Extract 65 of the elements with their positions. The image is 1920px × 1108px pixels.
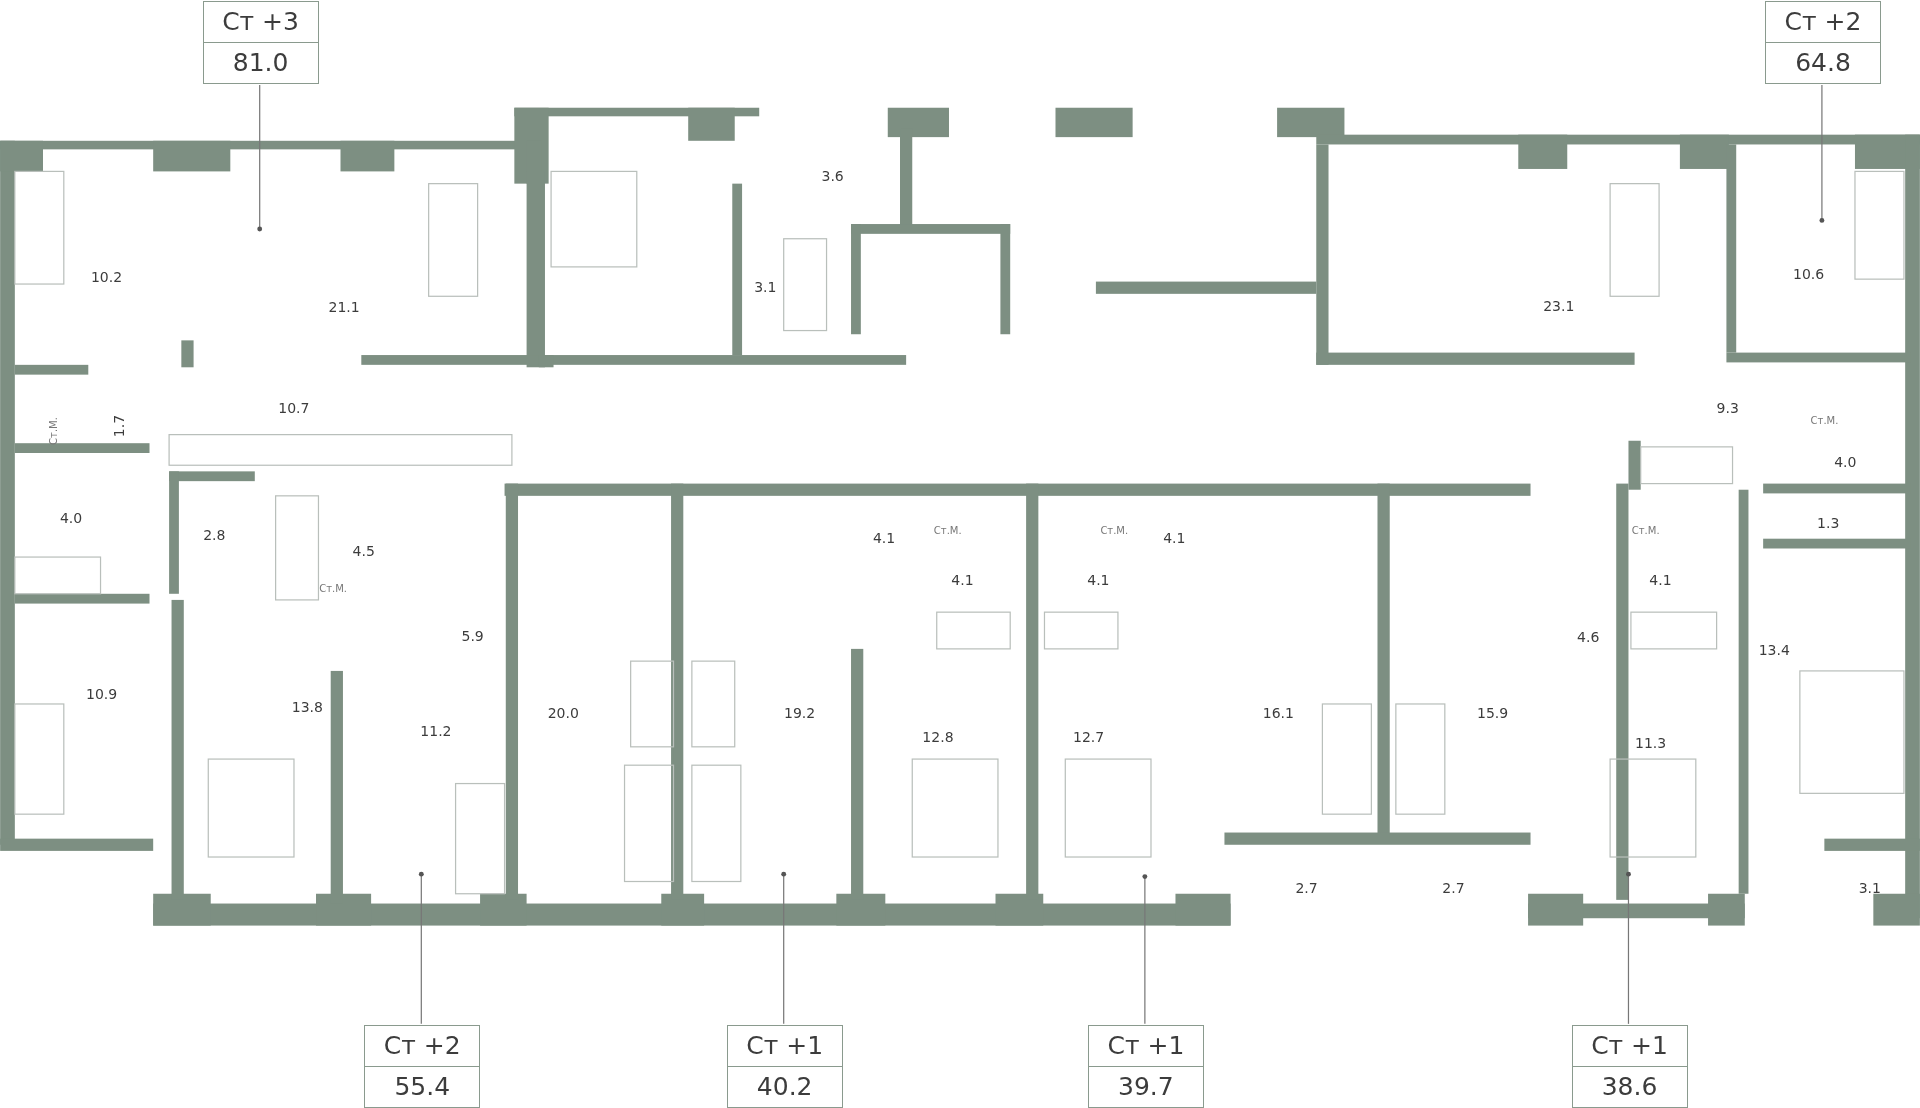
room-area-label: 11.3: [1635, 736, 1667, 751]
leader-line: [1142, 874, 1148, 1025]
apartment-callout: [1765, 1, 1882, 84]
room-area-label: 3.1: [754, 279, 777, 294]
room-area-label: 12.7: [1073, 730, 1105, 745]
room-area-label: 13.4: [1758, 643, 1790, 658]
apartment-area: 39.7: [1088, 1067, 1203, 1107]
apartment-area: 64.8: [1766, 43, 1881, 83]
apartment-area: 81.0: [203, 43, 318, 83]
room-area-label: 4.1: [1087, 573, 1110, 588]
leader-line: [1819, 84, 1825, 223]
room-area-label: 4.1: [872, 530, 896, 545]
room-area-label: 4.1: [1163, 530, 1186, 545]
apartment-callout: [1571, 1025, 1688, 1108]
fixture-label: Ст.М.: [1100, 526, 1129, 537]
fixture-label: Ст.М.: [933, 526, 962, 537]
room-area-label: 12.8: [922, 730, 954, 745]
fixture-label: Ст.М.: [48, 417, 59, 445]
apartment-type: Ст +2: [1766, 2, 1881, 43]
room-area-label: 5.9: [461, 628, 484, 643]
room-area-label: 4.5: [352, 544, 375, 558]
room-area-label: 2.8: [203, 528, 226, 543]
apartment-type: Ст +1: [727, 1026, 842, 1067]
apartment-type: Ст +1: [1088, 1026, 1203, 1067]
room-area-label: 4.0: [59, 510, 83, 525]
room-area-label: 1.3: [1817, 515, 1840, 530]
leader-line: [257, 84, 263, 232]
fixture-label: Ст.М.: [319, 583, 347, 594]
room-area-label: 11.2: [420, 724, 452, 738]
room-area-label: 16.1: [1262, 705, 1294, 720]
room-area-label: 4.1: [1649, 573, 1672, 588]
room-area-label: 21.1: [328, 300, 360, 315]
room-area-label: 19.2: [784, 705, 816, 720]
apartment-area: 55.4: [365, 1067, 480, 1107]
room-area-label: 3.6: [821, 169, 844, 184]
room-area-label: 20.0: [547, 705, 579, 720]
leader-line: [1626, 871, 1631, 1025]
fixture-label: Ст.М.: [1810, 416, 1839, 427]
fixture-label: Ст.М.: [1631, 526, 1660, 537]
room-area-label: 10.6: [1793, 267, 1825, 282]
room-area-label: 15.9: [1477, 705, 1509, 720]
room-area-label: 10.2: [90, 269, 123, 284]
apartment-type: Ст +3: [203, 2, 318, 43]
room-area-label: 10.7: [278, 400, 310, 415]
apartment-area: 38.6: [1572, 1067, 1687, 1107]
room-area-label: 13.8: [291, 699, 323, 714]
room-area-label: 2.7: [1442, 880, 1465, 895]
apartment-callout: [726, 1025, 843, 1108]
room-area-label: 4.0: [1834, 454, 1857, 469]
room-area-label: 4.1: [951, 573, 974, 588]
apartment-callout: [364, 1025, 481, 1108]
room-area-label: 2.7: [1295, 880, 1318, 895]
leader-line: [418, 871, 424, 1025]
apartment-callout: [1087, 1025, 1204, 1108]
room-area-label: 1.7: [111, 415, 126, 438]
room-area-label: 9.3: [1716, 400, 1739, 415]
room-area-label: 23.1: [1543, 299, 1575, 314]
apartment-type: Ст +2: [365, 1026, 480, 1067]
apartment-type: Ст +1: [1572, 1026, 1687, 1067]
room-area-label: 10.9: [86, 687, 118, 702]
apartment-area: 40.2: [727, 1067, 842, 1107]
apartment-callout: [202, 1, 319, 84]
room-area-label: 4.6: [1577, 629, 1600, 644]
room-area-label: 3.1: [1858, 880, 1881, 895]
leader-line: [781, 871, 787, 1025]
